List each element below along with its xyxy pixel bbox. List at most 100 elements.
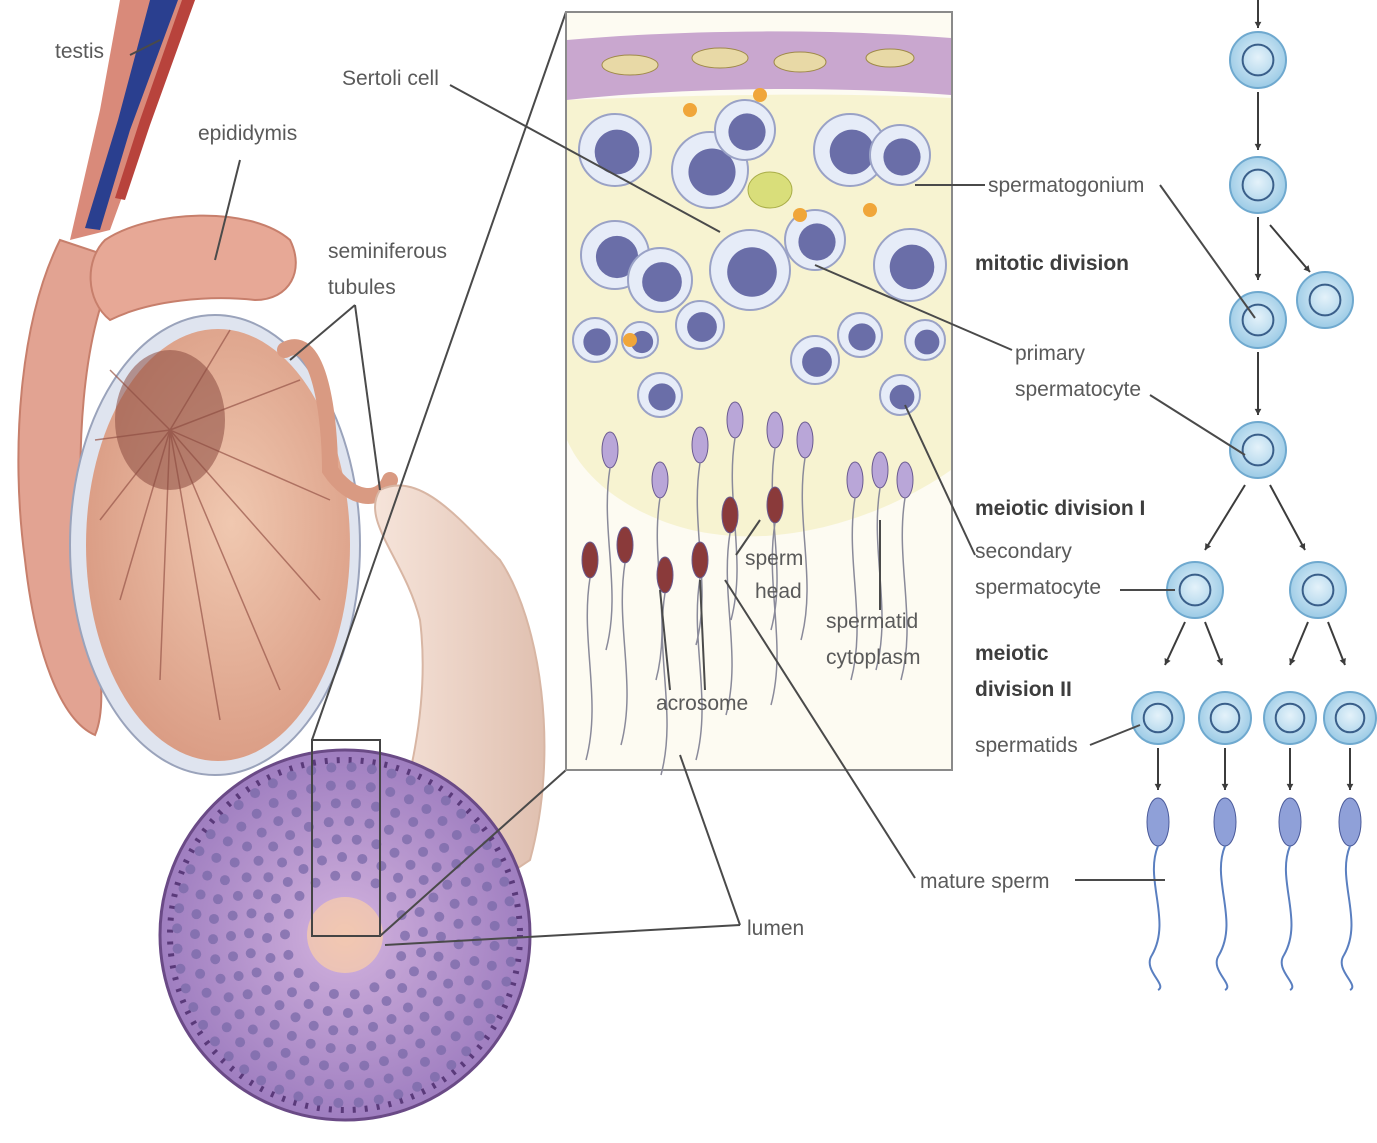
sperm-head — [582, 542, 598, 578]
cross-section-cell — [424, 784, 434, 794]
cross-section-cell — [456, 809, 466, 819]
mature-sperm-tail — [1217, 846, 1228, 990]
cross-section-cell — [415, 1038, 425, 1048]
lineage-cell — [1297, 272, 1353, 328]
stage-meiotic-1: meiotic division I — [975, 497, 1145, 520]
cross-section-cell — [175, 964, 185, 974]
label-lumen: lumen — [747, 917, 804, 940]
cross-section-cell — [384, 1074, 394, 1084]
cross-section-cell — [252, 809, 262, 819]
cross-section-cell — [253, 889, 263, 899]
cross-section-cell — [402, 1066, 412, 1076]
cross-section-cell — [393, 1089, 403, 1099]
cross-section-cell — [330, 871, 340, 881]
cross-section-cell — [174, 903, 184, 913]
cross-section-cell — [326, 1043, 336, 1053]
lineage-arrowhead — [1222, 784, 1229, 790]
lineage-cell — [1264, 692, 1316, 744]
cross-section-cell — [270, 1020, 280, 1030]
cross-section-cell — [418, 927, 428, 937]
cross-section-cell — [250, 1050, 260, 1060]
lineage-arrow — [1205, 485, 1245, 550]
cross-section-cell — [324, 817, 334, 827]
germ-cell-nucleus — [583, 328, 610, 355]
cross-section-cell — [291, 807, 301, 817]
cross-section-cell — [277, 858, 287, 868]
cross-section-cell — [181, 983, 191, 993]
rete-testis — [115, 350, 225, 490]
lineage-arrowhead — [1255, 274, 1262, 280]
lineage-cell — [1132, 692, 1184, 744]
lineage-arrow — [1290, 622, 1308, 665]
cross-section-cell — [293, 846, 303, 856]
lineage-arrow — [1205, 622, 1222, 665]
cross-section-cell — [415, 907, 425, 917]
cross-section-cell — [208, 934, 218, 944]
cross-section-cell — [263, 1037, 273, 1047]
cross-section-cell — [304, 1076, 314, 1086]
cross-section-cell — [287, 790, 297, 800]
lineage-cell — [1167, 562, 1223, 618]
cross-section-cell — [263, 872, 273, 882]
cross-section-cell — [506, 957, 516, 967]
cross-section-cell — [438, 816, 448, 826]
cross-section-cell — [228, 951, 238, 961]
cross-section-cell — [313, 1096, 323, 1106]
lineage-arrow — [1328, 622, 1345, 665]
leader-seminiferous-1 — [290, 305, 355, 360]
cross-section-cell — [354, 1097, 364, 1107]
cross-section-cell — [219, 814, 229, 824]
cross-section-cell — [434, 912, 444, 922]
label-head: head — [755, 580, 802, 603]
cross-section-cell — [403, 1002, 413, 1012]
cross-section-cell — [481, 980, 491, 990]
cross-section-cell — [347, 762, 357, 772]
sperm-head — [872, 452, 888, 488]
cross-section-cell — [442, 880, 452, 890]
germ-cell-nucleus — [890, 245, 935, 290]
cross-section-cell — [427, 971, 437, 981]
cross-section-cell — [351, 871, 361, 881]
sperm-head — [602, 432, 618, 468]
germ-cell-nucleus — [830, 130, 875, 175]
cross-section-cell — [195, 969, 205, 979]
spermatogenesis-lineage — [1132, 0, 1376, 990]
cross-section-cell — [190, 929, 200, 939]
cross-section-cell — [283, 877, 293, 887]
cross-section-cell — [444, 1011, 454, 1021]
cross-section-cell — [359, 1061, 369, 1071]
cross-section-cell — [223, 836, 233, 846]
cross-section-cell — [430, 1072, 440, 1082]
cross-section-cell — [274, 972, 284, 982]
epididymis-head — [91, 216, 296, 320]
cross-section-cell — [285, 1070, 295, 1080]
cross-section-cell — [235, 1037, 245, 1047]
cross-section-cell — [287, 987, 297, 997]
lineage-arrowhead — [1255, 22, 1262, 28]
sperm-head — [617, 527, 633, 563]
sperm-head — [727, 402, 743, 438]
stage-meiotic-2b: division II — [975, 678, 1072, 701]
label-secondary: secondary — [975, 540, 1072, 563]
cross-section-cell — [224, 1051, 234, 1061]
cross-section-cell — [490, 921, 500, 931]
cross-section-cell — [364, 819, 374, 829]
cross-section-cell — [234, 800, 244, 810]
stage-mitotic: mitotic division — [975, 252, 1129, 275]
lineage-arrowhead — [1347, 784, 1354, 790]
cross-section-cell — [242, 872, 252, 882]
lineage-arrowhead — [1287, 784, 1294, 790]
cross-section-cell — [287, 1031, 297, 1041]
label-testis: testis — [55, 40, 104, 63]
cross-section-cell — [210, 954, 220, 964]
germ-cell-nucleus — [848, 323, 875, 350]
cross-section-cell — [446, 1060, 456, 1070]
cross-section-cell — [350, 989, 360, 999]
cross-section-cell — [441, 796, 451, 806]
cross-section-cell — [298, 864, 308, 874]
cross-section-cell — [281, 1048, 291, 1058]
cross-section-cell — [309, 1021, 319, 1031]
lineage-arrow — [1165, 622, 1185, 665]
label-cytoplasm: cytoplasm — [826, 646, 921, 669]
cross-section-cell — [389, 848, 399, 858]
